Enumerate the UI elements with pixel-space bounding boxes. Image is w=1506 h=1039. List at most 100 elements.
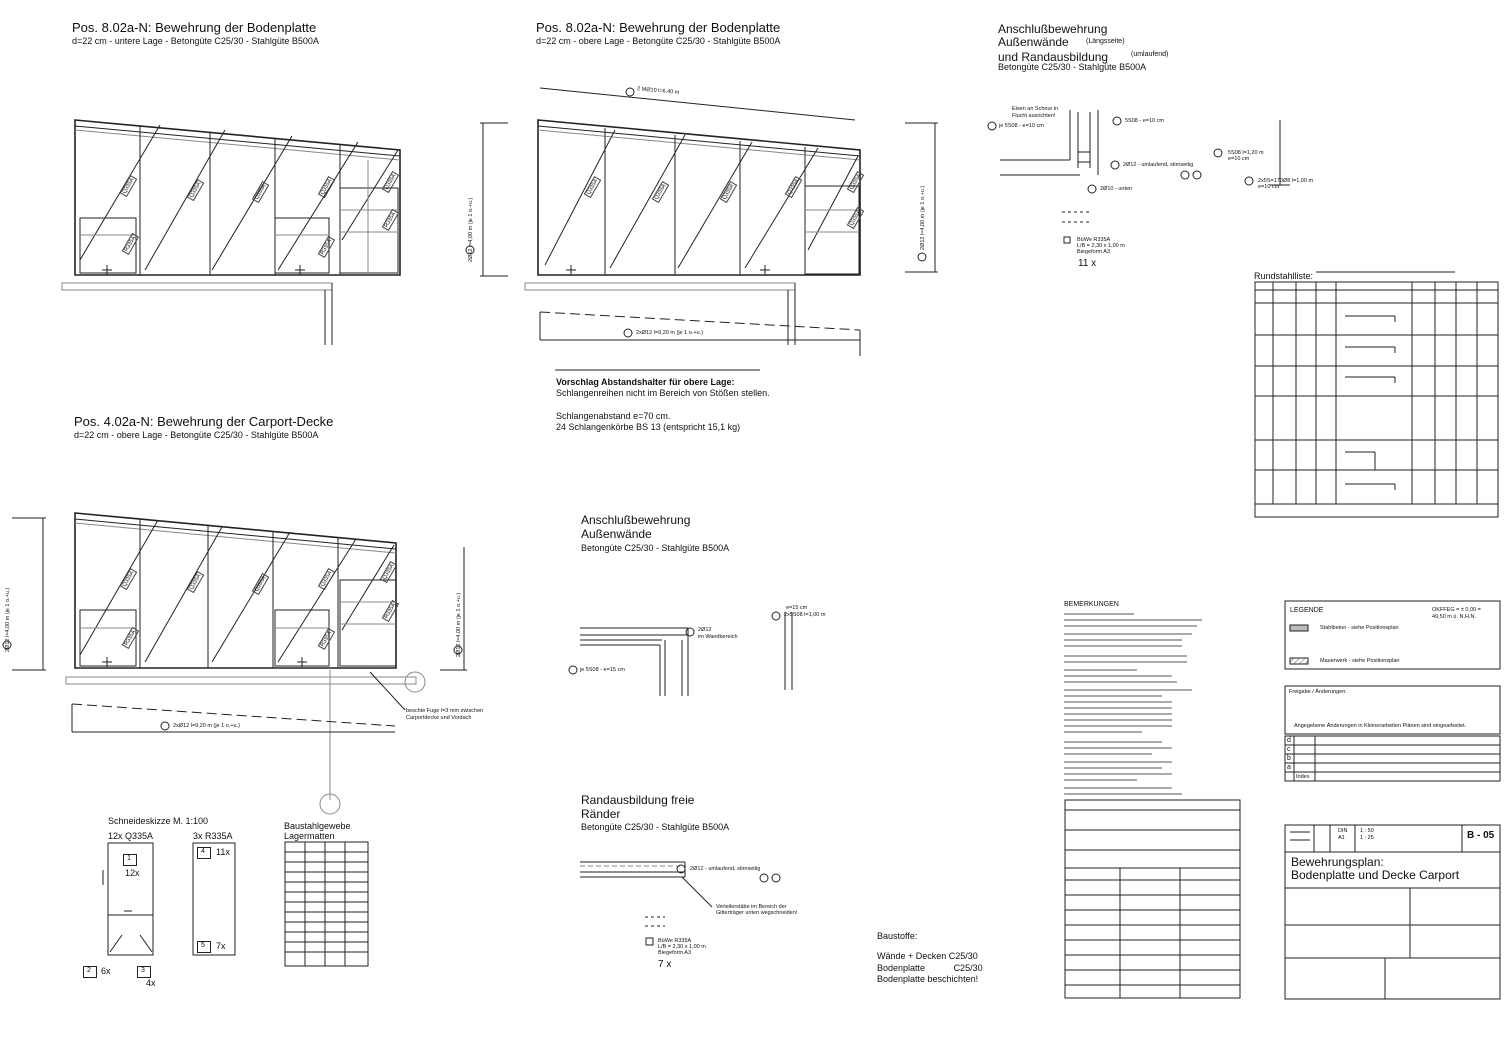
connection-top-mat-count: 11 x (1078, 258, 1097, 269)
connection-bottom-title2: Außenwände (581, 527, 652, 541)
connection-top-label-6b: e=10 cm (1258, 184, 1280, 190)
changes-row-c: c (1287, 746, 1291, 753)
edge-detail-mat-tag-1: BüWe R335A (658, 938, 692, 944)
legend-height: 49,50 m ü. N.H.N. (1432, 614, 1477, 620)
panel-bottom-upper-title: Pos. 8.02a-N: Bewehrung der Bodenplatte (536, 20, 781, 35)
connection-top-title3-suffix: (umlaufend) (1131, 51, 1169, 58)
edge-detail-title2: Ränder (581, 807, 621, 821)
connection-top-mat-tag-1: BüWe R335A (1077, 237, 1111, 243)
legend-item-2: Mauerwerk - siehe Positionsplan (1320, 658, 1400, 664)
titleblock-scale-2: 1 : 25 (1360, 835, 1374, 841)
materials-heading: Baustoffe: (877, 931, 918, 941)
cutting-title: Schneideskizze M. 1:100 (108, 816, 209, 826)
remarks-heading: BEMERKUNGEN (1064, 601, 1119, 608)
changes-index-label: Index (1296, 774, 1310, 780)
panel-carport-bottom-label: 2xØ12 l=9,20 m (je 1 o.+u.) (173, 723, 240, 729)
connection-bottom-label-2: je 5S08 - e=15 cm (580, 667, 625, 673)
panel-bottom-upper-bottom-label: 2xØ12 l=9,20 m (je 1 o.+u.) (636, 330, 703, 336)
plan-carport (2, 512, 467, 815)
materials-line2: Bodenplatte C25/30 (877, 963, 983, 974)
panel-bottom-upper-subtitle: d=22 cm - obere Lage - Betongüte C25/30 … (536, 36, 781, 46)
cutting-mat-a: 12x Q335A (108, 831, 154, 841)
edge-detail-title1: Randausbildung freie (581, 793, 695, 807)
cutting-tag-5-count: 7x (216, 941, 226, 951)
titleblock-format-2: A1 (1338, 835, 1345, 841)
plan-bottom-upper (524, 87, 938, 371)
rebar-list-table (1254, 271, 1499, 518)
plan-bottom-lower (61, 119, 508, 345)
connection-top-label-1: je 5S08 - e=10 cm (999, 123, 1044, 129)
connection-top-note-a: Eisen an Schnur in (1012, 106, 1059, 112)
cutting-tag-4-box: 4 (197, 847, 211, 859)
connection-bottom-title1: Anschlußbewehrung (581, 513, 691, 527)
connection-top-note-b: Flucht ausrichten! (1012, 113, 1056, 119)
connection-bottom-subtitle: Betongüte C25/30 - Stahlgüte B500A (581, 543, 730, 553)
panel-carport-subtitle: d=22 cm - obere Lage - Betongüte C25/30 … (74, 430, 319, 440)
rebar-list-title: Rundstahlliste: (1254, 271, 1314, 281)
cutting-tag-3-count: 4x (146, 978, 156, 988)
connection-top-label-5b: e=10 cm (1228, 156, 1250, 162)
cutting-tag-1: 1 (127, 855, 131, 862)
panel-bottom-lower-title: Pos. 8.02a-N: Bewehrung der Bodenplatte (72, 20, 317, 35)
changes-heading: Freigabe / Änderungen: (1289, 689, 1347, 695)
remarks-text-lines (1064, 613, 1202, 795)
legend-box (1284, 600, 1501, 670)
edge-detail-label-1: 2Ø12 - umlaufend, stirnseitig (690, 866, 761, 872)
connection-top-label-5: 5S08 l=1,20 m (1228, 150, 1264, 156)
connection-top-label-2: 5S08 - e=10 cm (1125, 118, 1164, 124)
titleblock-format-1: DIN (1338, 828, 1348, 834)
cutting-tag-5-box: 5 (197, 941, 211, 953)
remarks-table (1064, 799, 1241, 999)
connection-top-label-4: 2Ø10 - unten (1100, 186, 1133, 192)
spacer-note-heading: Vorschlag Abstandshalter für obere Lage: (556, 377, 735, 387)
connection-bottom-label-3: e=15 cm (786, 605, 808, 611)
cutting-tag-2-box: 2 (83, 966, 97, 978)
changes-row-a: a (1287, 764, 1291, 771)
detail-connection-bottom (568, 611, 793, 696)
cutting-tag-3: 3 (141, 967, 145, 974)
materials-line2b: C25/30 (953, 962, 983, 973)
changes-note: Angegebene Änderungen in Kleinerarbeiten… (1294, 723, 1467, 729)
cutting-tag-3-box: 3 (137, 966, 151, 978)
changes-row-d: d (1287, 737, 1291, 744)
spacer-note-line3: 24 Schlangenkörbe BS 13 (entspricht 15,1… (556, 421, 741, 432)
panel-carport-dim-left: 2Ø12 l=4,00 m (je 1 o.+u.) (5, 587, 11, 652)
panel-carport-fuge-note-1: beschte Fuge l=3 mm zwischen (406, 708, 484, 714)
materials-line3: Bodenplatte beschichten! (877, 973, 979, 984)
spacer-note-line2: Schlangenabstand e=70 cm. (556, 410, 671, 421)
connection-top-mat-tag-2: L/B = 2,30 x 1,00 m (1077, 243, 1125, 249)
connection-top-subtitle: Betongüte C25/30 - Stahlgüte B500A (998, 62, 1147, 72)
connection-top-label-3: 2Ø12 - umlaufend, stirnseitig (1123, 162, 1194, 168)
edge-detail-label-2b: Gitterträger unten wegschneiden! (716, 910, 798, 916)
panel-bottom-lower-subtitle: d=22 cm - untere Lage - Betongüte C25/30… (72, 36, 319, 46)
changes-row-b: b (1287, 755, 1291, 762)
titleblock-title2: Bodenplatte und Decke Carport (1291, 868, 1460, 882)
materials-line2a: Bodenplatte (877, 962, 926, 973)
materials-line1: Wände + Decken C25/30 (877, 951, 978, 962)
cutting-tag-2: 2 (87, 967, 91, 974)
connection-bottom-label-1: 2Ø12 (698, 627, 712, 633)
cutting-tag-1-box: 1 (123, 854, 137, 866)
legend-item-1: Stahlbeton - siehe Positionsplan (1320, 625, 1399, 631)
cutting-tag-5: 5 (201, 942, 205, 949)
connection-top-title3: und Randausbildung (998, 50, 1109, 64)
edge-detail-mat-tag-2: L/B = 2,30 x 1,00 m (658, 944, 706, 950)
connection-top-title2: Außenwände (998, 35, 1069, 49)
connection-top-title2-suffix: (Längsseite) (1086, 38, 1125, 45)
connection-bottom-label-1b: im Wandbereich (698, 634, 738, 640)
mesh-table-title1: Baustahlgewebe (284, 821, 351, 831)
panel-bottom-lower-dim-label: 2Ø12 l=4,00 m (je 1 o.+u.) (468, 197, 474, 262)
titleblock-plan-number: B - 05 (1467, 830, 1495, 841)
legend-okffeg: OKFFEG = ± 0,00 = (1432, 607, 1481, 613)
edge-detail-mat-count: 7 x (658, 959, 672, 970)
connection-top-mat-tag-3: Biegeform A3 (1077, 249, 1111, 255)
detail-connection-top (987, 110, 1290, 244)
connection-bottom-label-3b: 2x5S08 l=1,00 m (784, 612, 826, 618)
detail-edge (580, 861, 781, 946)
titleblock-title1: Bewehrungsplan: (1291, 855, 1384, 869)
connection-top-label-6: 2x5S=170Ø8 l=1,00 m (1258, 178, 1314, 184)
cutting-tag-1-count: 12x (125, 868, 140, 878)
spacer-note: Vorschlag Abstandshalter für obere Lage:… (556, 377, 770, 433)
materials-block: Baustoffe: Wände + Decken C25/30 Bodenpl… (877, 931, 983, 985)
